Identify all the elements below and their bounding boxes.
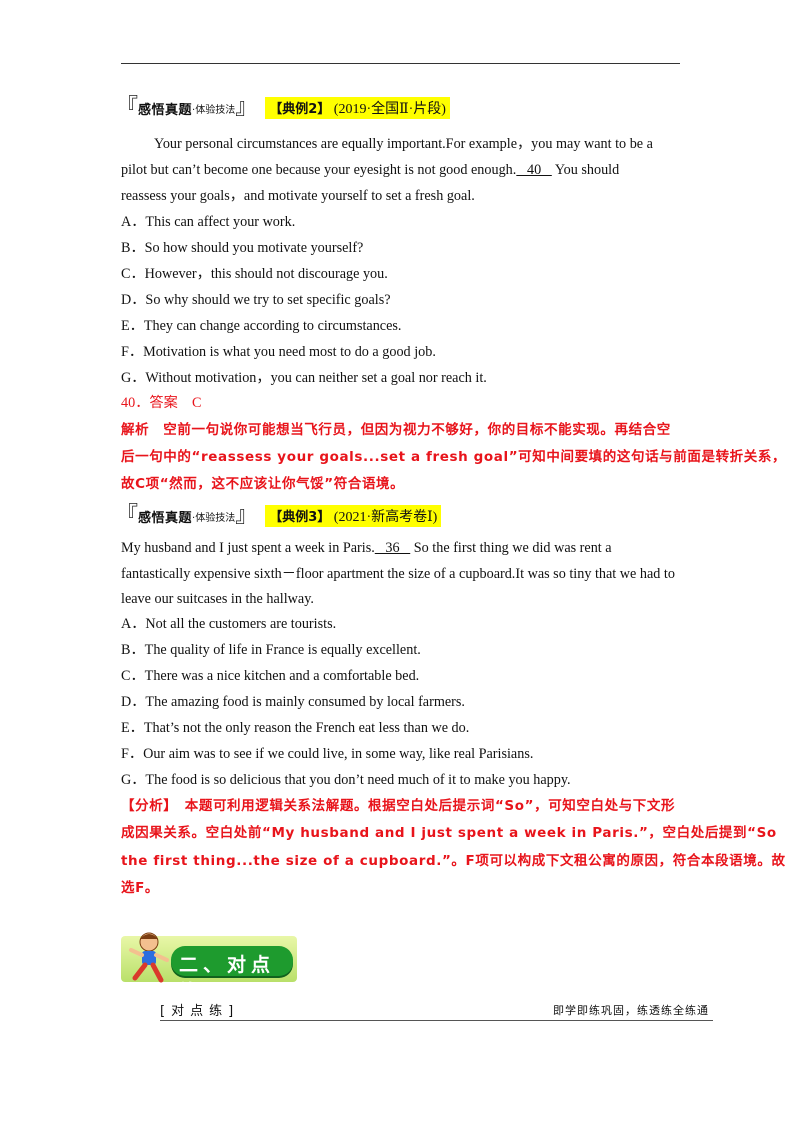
option-a-B: B．So how should you motivate yourself? bbox=[121, 240, 364, 256]
passage-b-line-1: My husband and I just spent a week in Pa… bbox=[121, 539, 612, 557]
passage-b-line-1-post: So the first thing we did was rent a bbox=[410, 540, 612, 556]
option-b-E: E．That’s not the only reason the French … bbox=[121, 720, 470, 736]
option-b-B: B．The quality of life in France is equal… bbox=[121, 642, 421, 658]
blank-36: 36 bbox=[374, 540, 411, 556]
option-a-D: D．So why should we try to set specific g… bbox=[121, 292, 391, 308]
option-b-C: C．There was a nice kitchen and a comfort… bbox=[121, 668, 420, 684]
answer-a: 40．答案 C bbox=[121, 395, 202, 411]
passage-a-line-2-pre: pilot but can’t become one because your … bbox=[121, 162, 517, 178]
analysis-b-line-2: 成因果关系。空白处前“My husband and I just spent a… bbox=[121, 825, 777, 841]
option-b-A: A．Not all the customers are tourists. bbox=[121, 616, 337, 632]
option-a-G: G．Without motivation，you can neither set… bbox=[121, 370, 487, 386]
option-a-A: A．This can affect your work. bbox=[121, 214, 296, 230]
analysis-b-line-1: 【分析】 本题可利用逻辑关系法解题。根据空白处后提示词“So”，可知空白处与下文… bbox=[121, 798, 676, 814]
passage-a-line-2: pilot but can’t become one because your … bbox=[121, 161, 619, 179]
right-corner-bracket-icon: 』 bbox=[235, 95, 258, 120]
section-title: 感悟真题 bbox=[138, 102, 193, 118]
blank-40: 40 bbox=[516, 162, 552, 178]
example-label: 【典例2】 bbox=[269, 102, 331, 117]
example-highlight: 【典例3】 (2021·新高考卷Ⅰ) bbox=[265, 505, 442, 527]
option-a-E: E．They can change according to circumsta… bbox=[121, 318, 402, 334]
example-label: 【典例3】 bbox=[269, 510, 331, 525]
example-highlight: 【典例2】 (2019·全国Ⅱ·片段) bbox=[265, 97, 450, 119]
section-header-b: 『 感悟真题 ·体验技法 』 【典例3】 (2021·新高考卷Ⅰ) bbox=[116, 503, 442, 528]
analysis-a-line-2: 后一句中的“reassess your goals...set a fresh … bbox=[121, 449, 787, 465]
analysis-a-line-3: 故C项“然而，这不应该让你气馁”符合语境。 bbox=[121, 476, 405, 492]
passage-b-line-2: fantastically expensive sixth－floor apar… bbox=[121, 566, 675, 582]
running-boy-icon bbox=[129, 932, 169, 983]
passage-b-line-3: leave our suitcases in the hallway. bbox=[121, 591, 314, 607]
option-b-F: F．Our aim was to see if we could live, i… bbox=[121, 746, 534, 762]
passage-a-line-2-post: You should bbox=[551, 162, 620, 178]
footer-bar: [对点练] 即学即练巩固，练透练全练通 bbox=[160, 998, 713, 1021]
analysis-b-line-3: the first thing...the size of a cupboard… bbox=[121, 853, 786, 869]
option-b-G: G．The food is so delicious that you don’… bbox=[121, 772, 571, 788]
top-rule bbox=[121, 63, 680, 64]
section-subtitle: ·体验技法 bbox=[192, 104, 236, 116]
footer-left-text: 对点练 bbox=[171, 1004, 229, 1019]
analysis-b-line-4: 选F。 bbox=[121, 880, 160, 896]
left-corner-bracket-icon: 『 bbox=[116, 95, 139, 120]
left-corner-bracket-icon: 『 bbox=[116, 503, 139, 528]
section-title: 感悟真题 bbox=[138, 510, 193, 526]
banner-label: 二、对点练 bbox=[179, 954, 276, 1003]
option-b-D: D．The amazing food is mainly consumed by… bbox=[121, 694, 465, 710]
right-corner-bracket-icon: 』 bbox=[235, 503, 258, 528]
option-a-C: C．However，this should not discourage you… bbox=[121, 266, 388, 282]
section-banner: 二、对点练 bbox=[121, 930, 297, 1003]
example-source: (2019·全国Ⅱ·片段) bbox=[333, 102, 446, 117]
passage-b-line-1-pre: My husband and I just spent a week in Pa… bbox=[121, 540, 375, 556]
example-source: (2021·新高考卷Ⅰ) bbox=[333, 510, 438, 525]
section-header-a: 『 感悟真题 ·体验技法 』 【典例2】 (2019·全国Ⅱ·片段) bbox=[116, 96, 450, 120]
section-subtitle: ·体验技法 bbox=[192, 512, 236, 524]
passage-a-line-3: reassess your goals，and motivate yoursel… bbox=[121, 188, 475, 204]
option-a-F: F．Motivation is what you need most to do… bbox=[121, 344, 436, 360]
analysis-a-line-1: 解析 空前一句说你可能想当飞行员，但因为视力不够好，你的目标不能实现。再结合空 bbox=[121, 422, 671, 438]
footer-left-label: [对点练] bbox=[160, 1004, 240, 1019]
banner-pill bbox=[171, 946, 293, 976]
passage-a-line-1: Your personal circumstances are equally … bbox=[154, 136, 653, 152]
footer-right-label: 即学即练巩固，练透练全练通 bbox=[553, 1004, 709, 1017]
